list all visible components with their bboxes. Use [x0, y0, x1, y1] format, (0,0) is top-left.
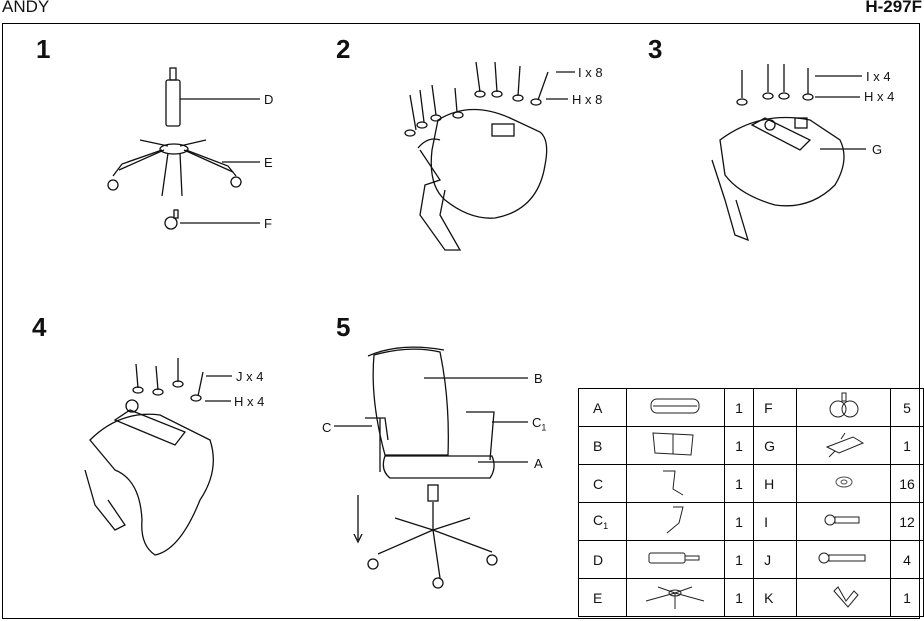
part-letter: G	[753, 426, 798, 465]
callout-c1: C1	[532, 415, 547, 433]
parts-row: E 1 K 1	[578, 578, 924, 617]
callout-a: A	[534, 456, 543, 471]
part-letter: J	[753, 540, 798, 579]
parts-row: C1 1 I 12	[578, 502, 924, 541]
part-letter: K	[753, 578, 798, 617]
allen-key-icon	[796, 578, 891, 617]
part-qty: 12	[889, 502, 924, 541]
step-5-illustration	[334, 346, 528, 589]
armrest-icon	[625, 464, 725, 503]
part-letter: D	[578, 540, 627, 579]
star-base-icon	[625, 578, 725, 617]
part-letter: I	[753, 502, 798, 541]
instruction-frame	[2, 23, 920, 619]
washer-icon	[796, 464, 891, 503]
callout-i4: I x 4	[866, 69, 891, 84]
step-5-number: 5	[336, 312, 351, 342]
part-letter: F	[753, 388, 798, 427]
callout-i8: I x 8	[578, 65, 603, 80]
part-letter: C1	[578, 502, 627, 541]
step-2-number: 2	[336, 34, 351, 64]
seat-icon	[625, 388, 725, 427]
part-qty: 5	[889, 388, 924, 427]
callout-b: B	[534, 371, 543, 386]
step-3-number: 3	[648, 34, 663, 64]
part-qty: 1	[723, 540, 755, 579]
callout-g: G	[872, 142, 883, 157]
callout-e: E	[264, 155, 273, 170]
part-letter: H	[753, 464, 798, 503]
callout-f: F	[264, 216, 272, 231]
part-qty: 1	[723, 388, 755, 427]
part-qty: 1	[723, 464, 755, 503]
step-1-illustration	[107, 67, 260, 230]
part-qty: 1	[889, 426, 924, 465]
parts-row: B 1 G 1	[578, 426, 924, 465]
callout-h4: H x 4	[864, 89, 895, 104]
part-qty: 1	[723, 578, 755, 617]
part-qty: 1	[889, 578, 924, 617]
parts-list-table: A 1 F 5 B 1 G 1 C 1 H 16 C1 1 I 12 D 1 J…	[578, 388, 924, 617]
part-letter: A	[578, 388, 627, 427]
part-letter: C	[578, 464, 627, 503]
armrest-icon	[625, 502, 725, 541]
step-1-number: 1	[36, 34, 51, 64]
model-code: H-297F	[865, 0, 922, 16]
mechanism-icon	[796, 426, 891, 465]
callout-j4: J x 4	[236, 369, 264, 384]
callout-h8: H x 8	[572, 92, 603, 107]
model-name: ANDY	[2, 0, 50, 16]
part-qty: 1	[723, 502, 755, 541]
step-4-illustration	[84, 358, 232, 556]
backrest-icon	[625, 426, 725, 465]
gas-lift-icon	[625, 540, 725, 579]
callout-d: D	[264, 92, 274, 107]
caster-icon	[796, 388, 891, 427]
step-3-illustration	[711, 64, 866, 242]
step-4-number: 4	[32, 312, 47, 342]
part-letter: B	[578, 426, 627, 465]
parts-row: D 1 J 4	[578, 540, 924, 579]
step-2-illustration	[404, 61, 575, 251]
part-letter: E	[578, 578, 627, 617]
long-bolt-icon	[796, 540, 891, 579]
part-qty: 16	[889, 464, 924, 503]
parts-row: C 1 H 16	[578, 464, 924, 503]
callout-c: C	[322, 420, 332, 435]
part-qty: 4	[889, 540, 924, 579]
parts-row: A 1 F 5	[578, 388, 924, 427]
bolt-icon	[796, 502, 891, 541]
callout-h4-step4: H x 4	[234, 394, 265, 409]
part-qty: 1	[723, 426, 755, 465]
